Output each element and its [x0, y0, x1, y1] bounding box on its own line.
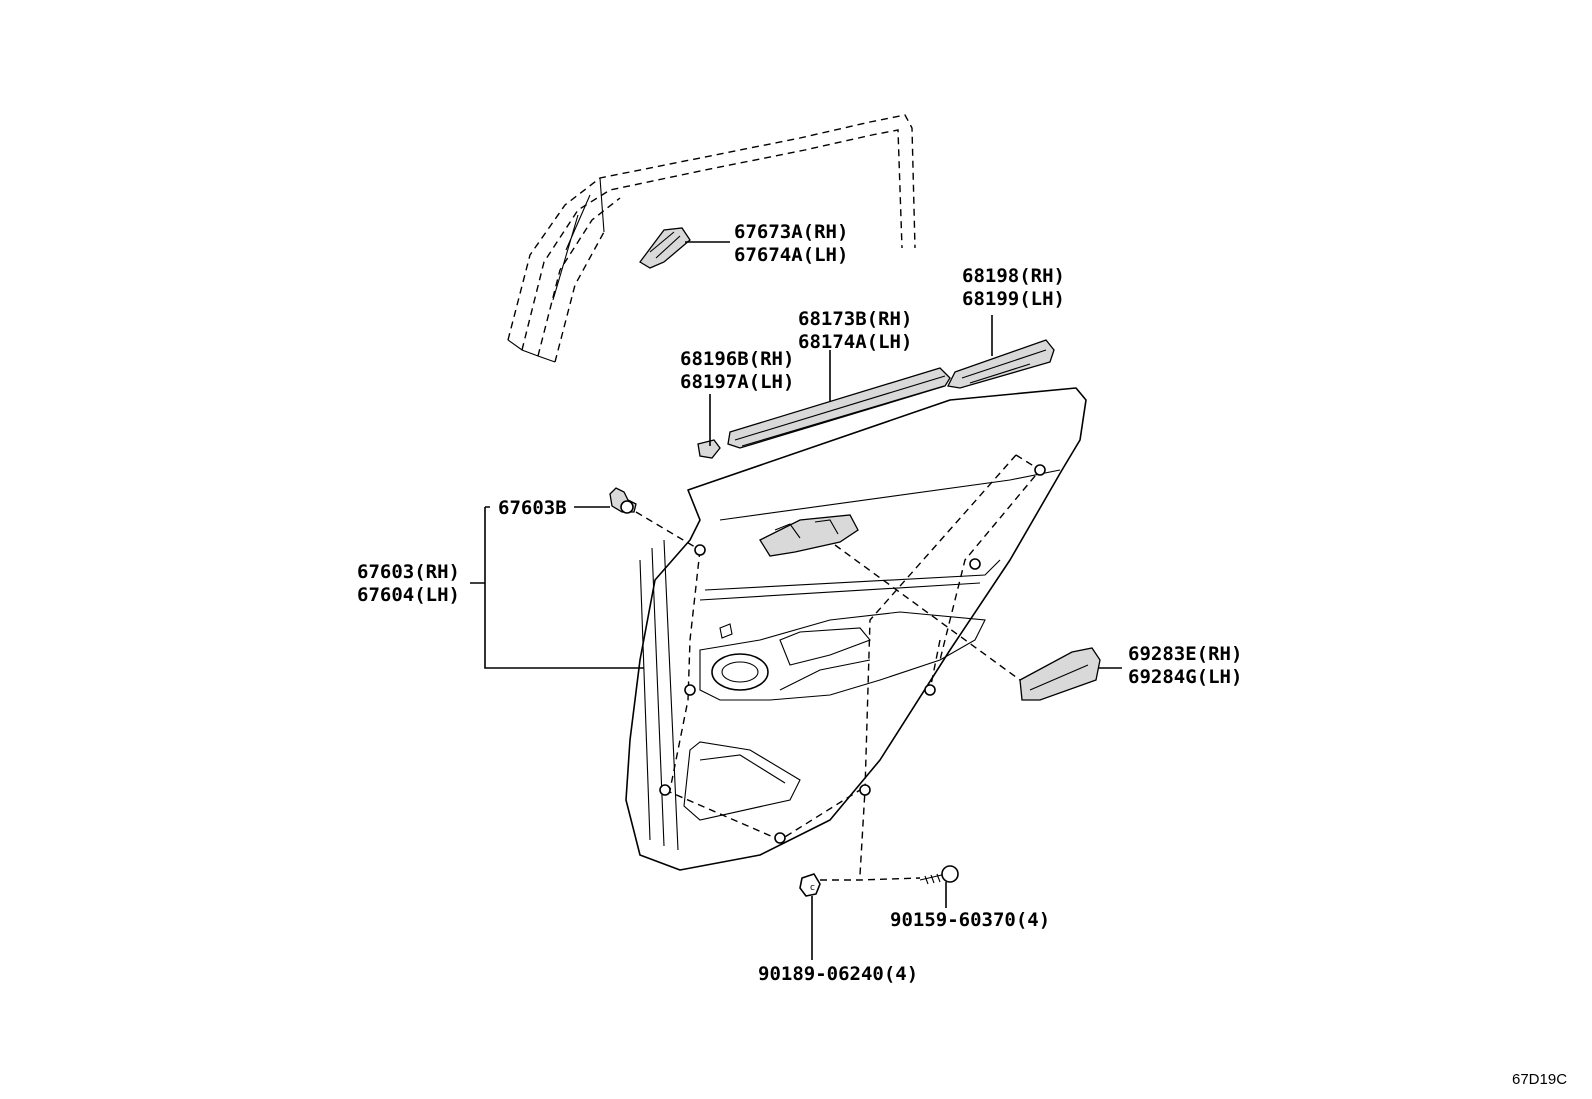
armrest-pad-part: [1019, 647, 1101, 701]
callout-line: 68199(LH): [962, 288, 1065, 310]
callout-weatherstrip-corner: 67673A(RH) 67674A(LH): [734, 221, 848, 266]
attachment-lines: [635, 454, 1046, 881]
callout-line: 68196B(RH): [680, 348, 794, 370]
callout-clip: 67603B: [498, 497, 567, 519]
rear-garnish-part: [947, 339, 1055, 389]
svg-text:c: c: [810, 883, 815, 893]
callout-line: 69284G(LH): [1128, 666, 1242, 688]
nut-part: c: [799, 873, 821, 897]
callout-line: 67603B: [498, 497, 567, 519]
callout-line: 68173B(RH): [798, 308, 912, 330]
callout-line: 68197A(LH): [680, 371, 794, 393]
diagram-code: 67D19C: [1512, 1071, 1567, 1088]
callout-rear-garnish: 68198(RH) 68199(LH): [962, 265, 1065, 310]
callout-line: 68198(RH): [962, 265, 1065, 287]
door-trim-board-part: [625, 387, 1087, 871]
callout-belt-weatherstrip: 68173B(RH) 68174A(LH): [798, 308, 912, 353]
callout-line: 69283E(RH): [1128, 643, 1242, 665]
callout-screw: 90159-60370(4): [890, 909, 1050, 931]
callout-line: 67604(LH): [357, 584, 460, 606]
callout-door-trim-board: 67603(RH) 67604(LH): [357, 561, 460, 606]
callout-line: 67673A(RH): [734, 221, 848, 243]
callout-line: 67674A(LH): [734, 244, 848, 266]
leader-lines: [470, 241, 1122, 960]
callout-nut: 90189-06240(4): [758, 963, 918, 985]
callout-line: 67603(RH): [357, 561, 460, 583]
weatherstrip-corner-part: [639, 227, 691, 269]
screw-part: [919, 865, 959, 885]
callout-line: 90159-60370(4): [890, 909, 1050, 931]
belt-end-cap-part: [697, 439, 721, 459]
callout-line: 90189-06240(4): [758, 963, 918, 985]
callout-belt-end-cap: 68196B(RH) 68197A(LH): [680, 348, 794, 393]
clip-part: [609, 487, 637, 514]
door-frame-outline: [507, 114, 916, 363]
callout-armrest-pad: 69283E(RH) 69284G(LH): [1128, 643, 1242, 688]
callout-line: 68174A(LH): [798, 331, 912, 353]
belt-weatherstrip-part: [727, 367, 951, 449]
